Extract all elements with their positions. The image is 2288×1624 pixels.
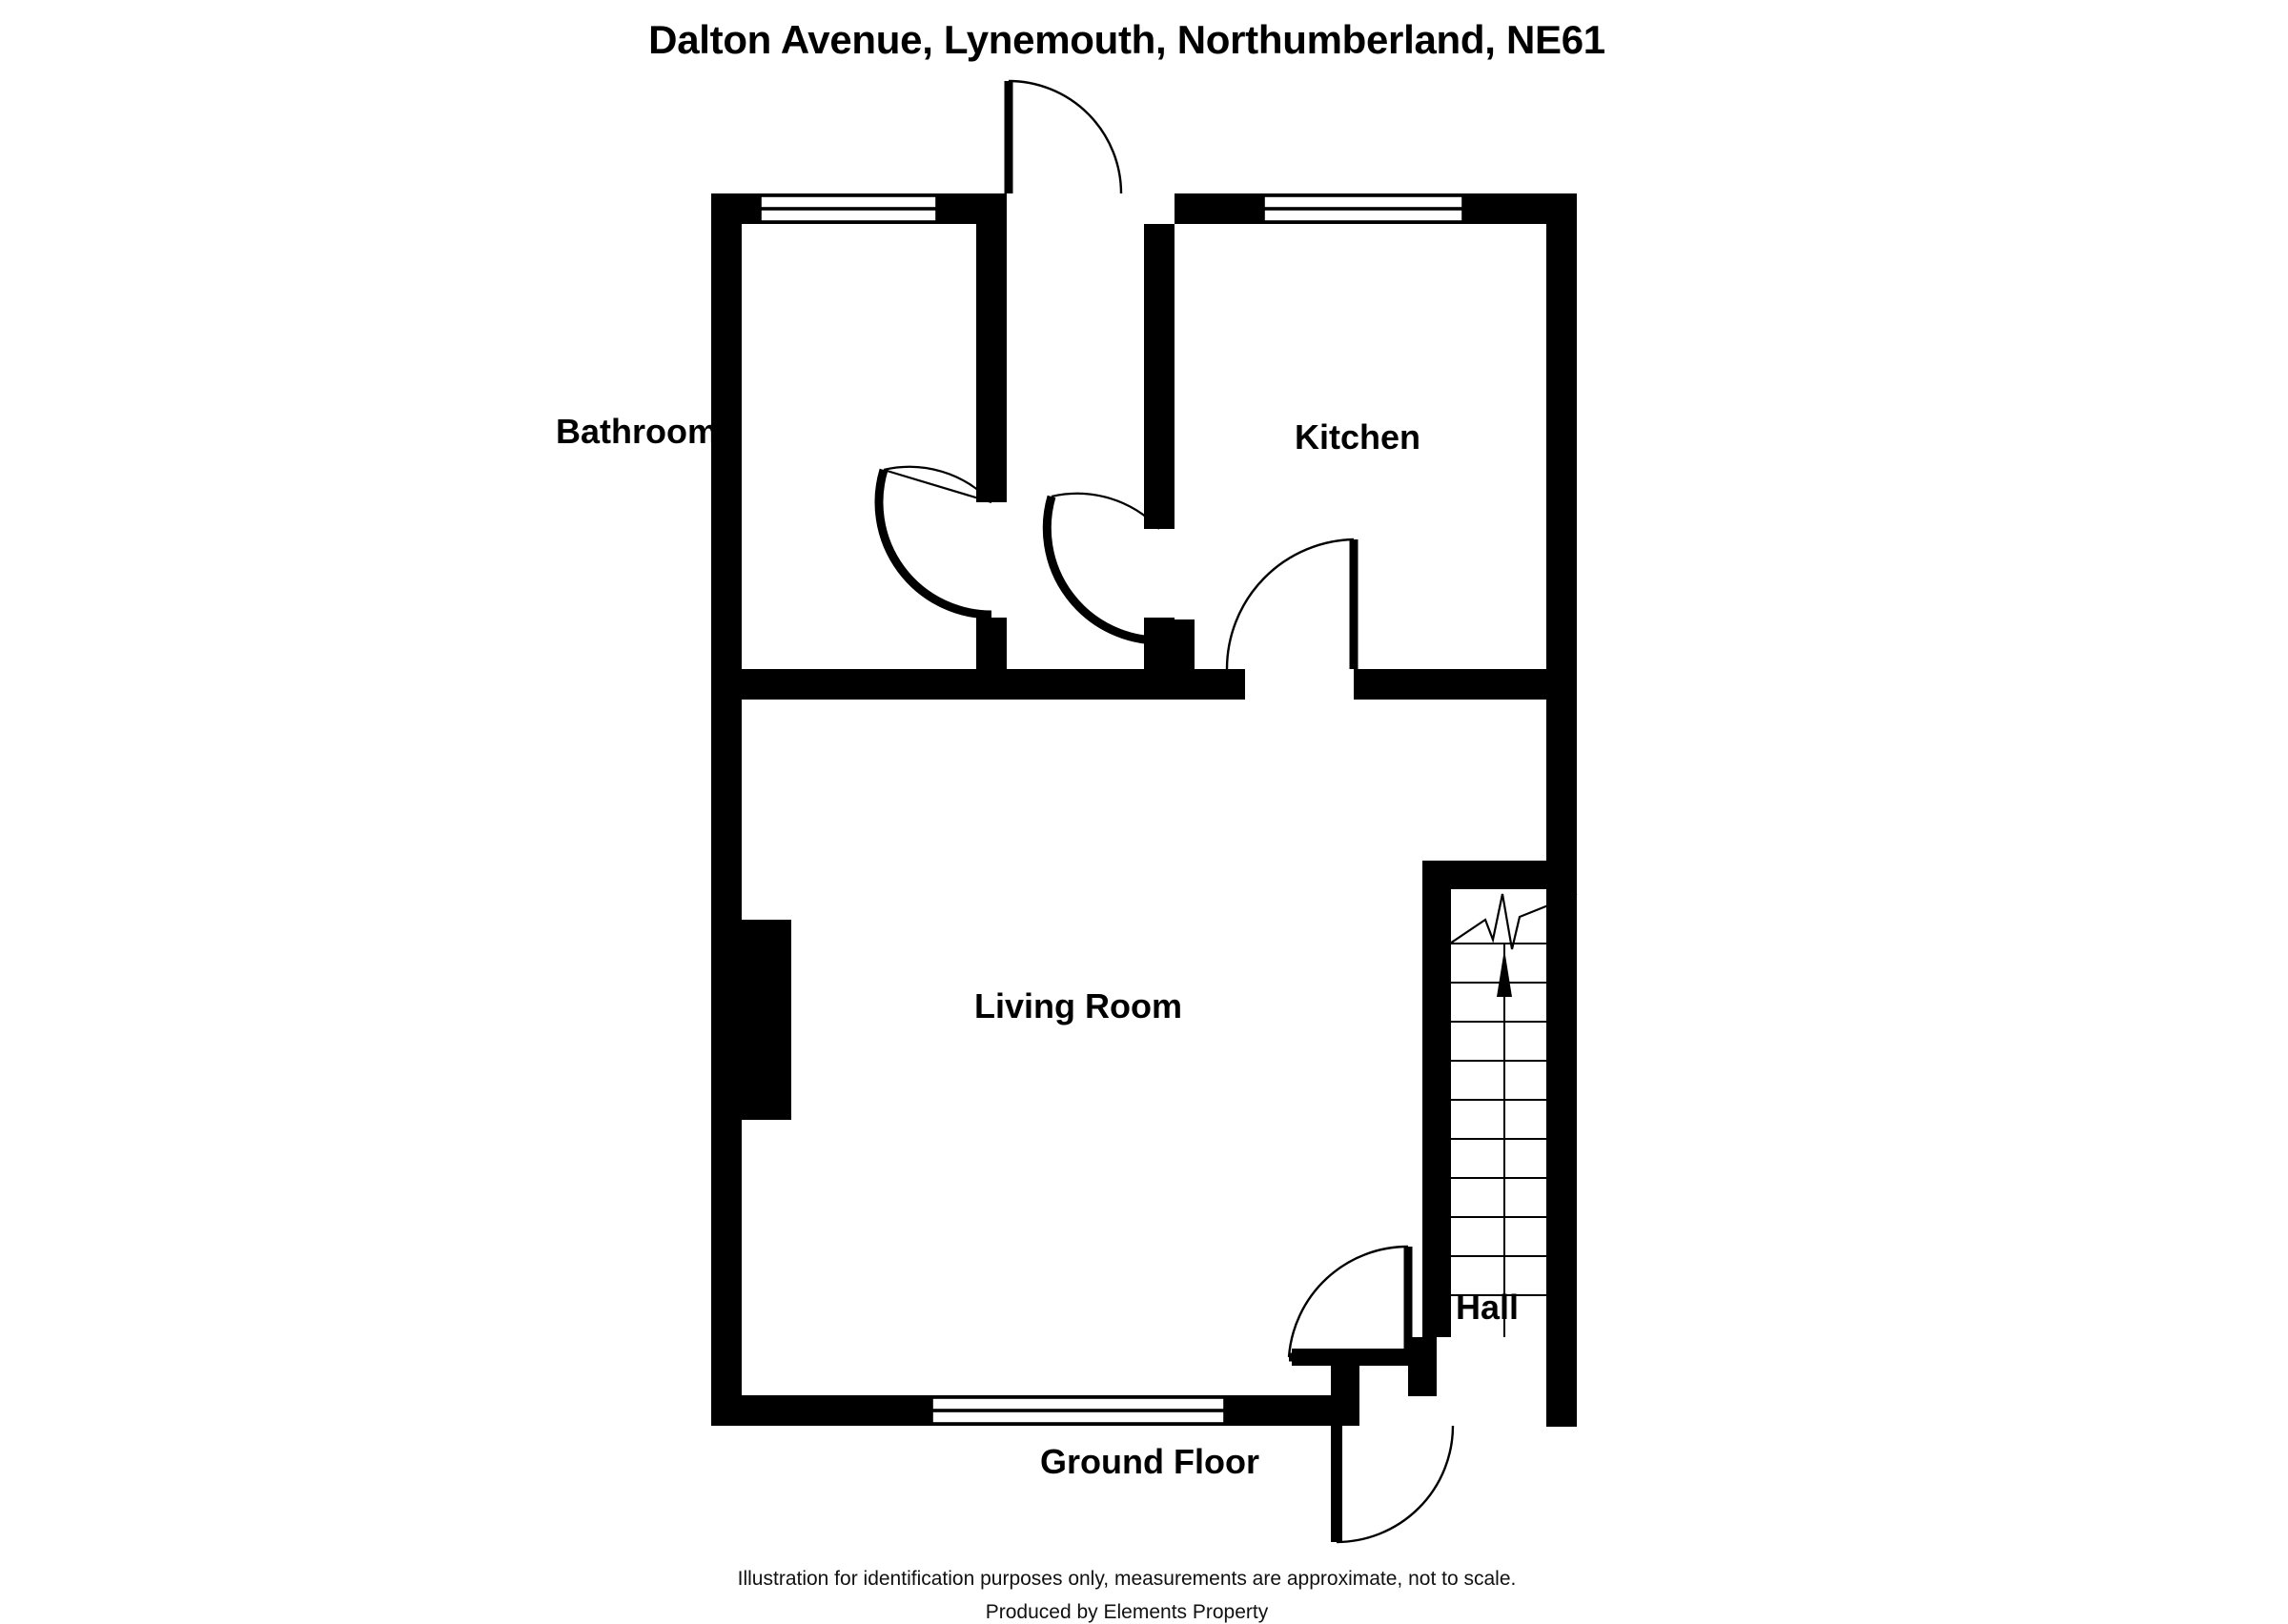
door-bathroom: [874, 465, 992, 619]
wall-right-hall-stub: [1546, 1370, 1577, 1427]
window-living-room: [930, 1395, 1226, 1426]
wall-stair-left: [1422, 861, 1451, 1337]
wall-right-outer: [1546, 193, 1577, 1370]
producer-line: Produced by Elements Property: [0, 1601, 2288, 1624]
disclaimer-line: Illustration for identification purposes…: [0, 1568, 2288, 1591]
staircase: [1440, 892, 1578, 1337]
room-label-hall: Hall: [1455, 1288, 1520, 1327]
walls-group: [711, 193, 1577, 1542]
window-bathroom: [759, 193, 938, 224]
wall-living-room-top-right: [1354, 669, 1577, 700]
disclaimer-text: Illustration for identification purposes…: [737, 1568, 1517, 1590]
room-label-kitchen: Kitchen: [1294, 417, 1421, 457]
windows-group: [759, 193, 1464, 1426]
page-title: Dalton Avenue, Lynemouth, Northumberland…: [0, 17, 2288, 63]
wall-hall-left: [1408, 1337, 1437, 1396]
page-title-text: Dalton Avenue, Lynemouth, Northumberland…: [648, 17, 1605, 62]
wall-top-left-b: [938, 193, 1007, 224]
wall-bottom-mid: [1226, 1395, 1331, 1426]
wall-top-right-a: [1175, 193, 1262, 224]
stair-up-arrow: [1497, 949, 1512, 997]
stair-break-line: [1440, 892, 1578, 950]
room-label-living-room: Living Room: [974, 986, 1182, 1025]
wall-left-outer: [711, 193, 742, 1426]
door-lobby-inner: [1042, 492, 1160, 645]
door-rear-entrance: [1004, 79, 1123, 194]
wall-bottom-left: [711, 1395, 930, 1426]
door-hall-living: [1287, 1245, 1413, 1362]
wall-living-room-top-left: [742, 669, 1245, 700]
wall-stair-top: [1422, 861, 1577, 889]
chimney-breast: [742, 920, 791, 1120]
door-front-entrance: [1332, 1425, 1455, 1544]
floor-level-label: Ground Floor: [1040, 1442, 1259, 1481]
doors-group: [874, 79, 1455, 1544]
door-kitchen: [1225, 538, 1358, 670]
room-label-bathroom: Bathroom: [556, 412, 718, 451]
wall-bathroom-right-upper: [976, 224, 1007, 502]
wall-kitchen-left-upper: [1144, 224, 1175, 529]
stair-treads: [1451, 943, 1546, 1296]
window-kitchen: [1262, 193, 1464, 224]
producer-text: Produced by Elements Property: [985, 1601, 1269, 1623]
